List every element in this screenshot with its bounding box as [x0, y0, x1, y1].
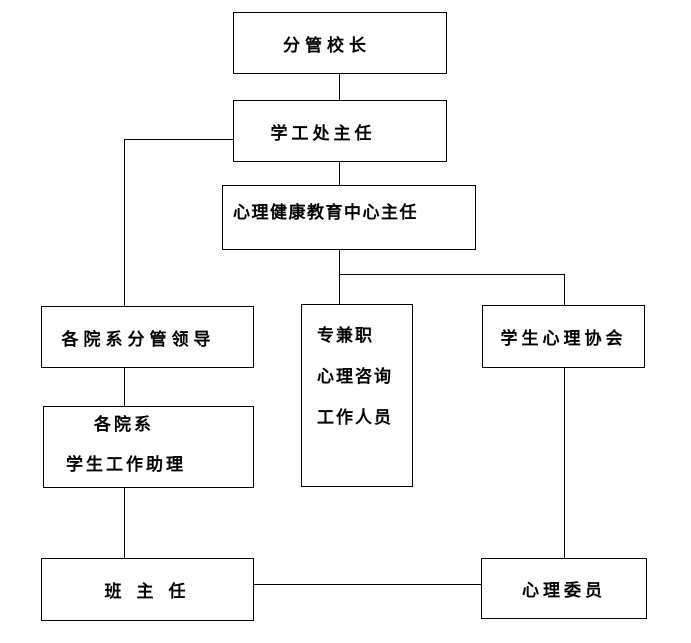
node-mental-health-center-director: 心理健康教育中心主任 [222, 185, 476, 250]
node-class-teacher-label: 班主任 [104, 582, 201, 601]
node-psych-committee-label: 心理委员 [522, 581, 606, 600]
node-mental-health-center-director-label: 心理健康教育中心主任 [233, 203, 418, 222]
node-vice-principal: 分管校长 [233, 12, 447, 74]
node-student-work-assistants-line2: 学生工作助理 [66, 455, 186, 474]
connector-sad-left-vertical [123, 138, 125, 306]
node-student-work-assistants-line1: 各院系 [94, 415, 154, 434]
node-student-psych-association: 学生心理协会 [482, 305, 645, 368]
node-student-affairs-director-label: 学工处主任 [270, 123, 376, 143]
node-psych-committee: 心理委员 [481, 558, 647, 619]
connector-association-to-committee [563, 368, 565, 558]
connector-sad-to-mhd [338, 162, 340, 185]
node-class-teacher: 班主任 [41, 558, 254, 621]
connector-dept-leaders-to-assistants [123, 368, 125, 406]
node-counseling-staff-line2: 心理咨询 [317, 367, 393, 386]
node-student-work-assistants: 各院系 学生工作助理 [43, 406, 254, 488]
node-student-psych-association-label: 学生心理协会 [500, 329, 627, 348]
node-vice-principal-label: 分管校长 [283, 35, 371, 55]
connector-assistants-to-class-teacher [123, 488, 125, 558]
connector-branch-to-association [563, 273, 565, 306]
connector-sad-left-horizontal [123, 138, 234, 140]
connector-mhd-branch-horizontal [338, 273, 565, 275]
node-counseling-staff-line3: 工作人员 [317, 408, 393, 427]
node-department-leaders: 各院系分管领导 [41, 306, 254, 368]
node-department-leaders-label: 各院系分管领导 [61, 329, 216, 349]
connector-vp-to-sad [338, 74, 340, 100]
node-counseling-staff: 专兼职 心理咨询 工作人员 [301, 304, 413, 487]
node-counseling-staff-line1: 专兼职 [317, 326, 374, 345]
connector-class-teacher-to-committee [254, 583, 481, 585]
node-student-affairs-director: 学工处主任 [233, 100, 447, 162]
connector-mhd-to-counseling-staff [338, 250, 340, 305]
